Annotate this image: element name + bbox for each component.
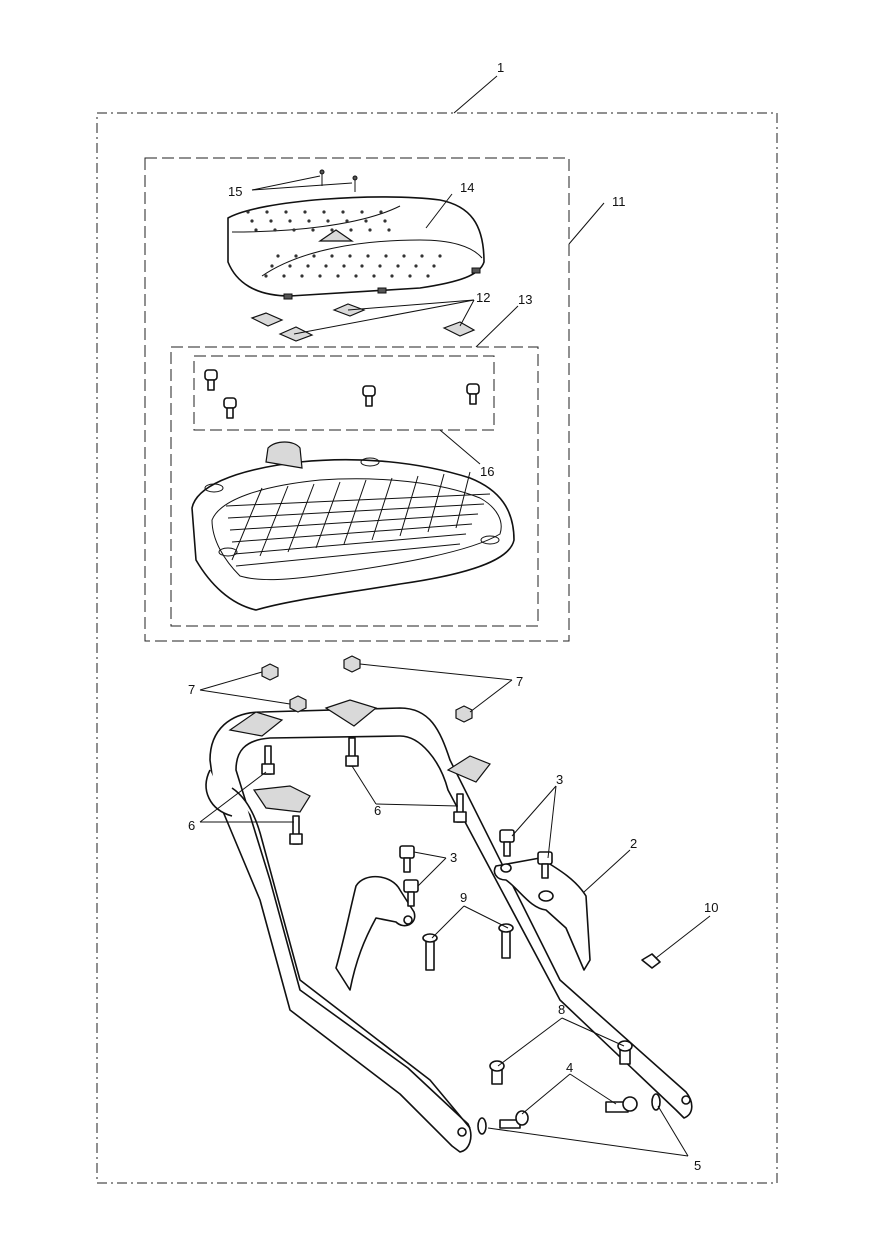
label-assembly: 1 (497, 60, 504, 75)
label-bolt-rear: 4 (566, 1060, 573, 1075)
lid-part (227, 196, 485, 300)
label-bolt-upper-left: 3 (450, 850, 457, 865)
callout-labels: 1 2 3 3 4 5 6 6 7 7 8 9 10 11 12 13 14 1… (188, 60, 718, 1173)
mounting-plate-part (191, 441, 515, 611)
clip-part (641, 953, 661, 969)
label-lid: 14 (460, 180, 474, 195)
pin-part (204, 369, 480, 419)
label-right-bracket: 2 (630, 836, 637, 851)
left-bracket-part (335, 875, 416, 991)
bolt-part (399, 829, 638, 1129)
nut-part (261, 655, 473, 723)
label-nut-left: 7 (188, 682, 195, 697)
assembly-frame (96, 112, 778, 1184)
screw-part (319, 169, 358, 192)
label-fastener-kit: 16 (480, 464, 494, 479)
label-screw: 15 (228, 184, 242, 199)
label-spacer: 12 (476, 290, 490, 305)
label-stud-center: 6 (374, 803, 381, 818)
label-bolt-upper-right: 3 (556, 772, 563, 787)
label-bolt-mid: 9 (460, 890, 467, 905)
label-nut-right: 7 (516, 674, 523, 689)
fastener-kit-frame (193, 355, 495, 431)
label-mounting-plate-kit: 13 (518, 292, 532, 307)
stud-part (261, 737, 467, 845)
label-washer: 5 (694, 1158, 701, 1173)
leader-lines (199, 75, 711, 1157)
right-bracket-part (493, 857, 591, 971)
label-clip: 10 (704, 900, 718, 915)
rack-frame-part (205, 699, 693, 1153)
label-top-box-kit: 11 (612, 194, 626, 209)
top-box-kit-frame (144, 157, 570, 642)
spacer-part (250, 303, 476, 342)
label-bolt-lower: 8 (558, 1002, 565, 1017)
label-stud-left: 6 (188, 818, 195, 833)
